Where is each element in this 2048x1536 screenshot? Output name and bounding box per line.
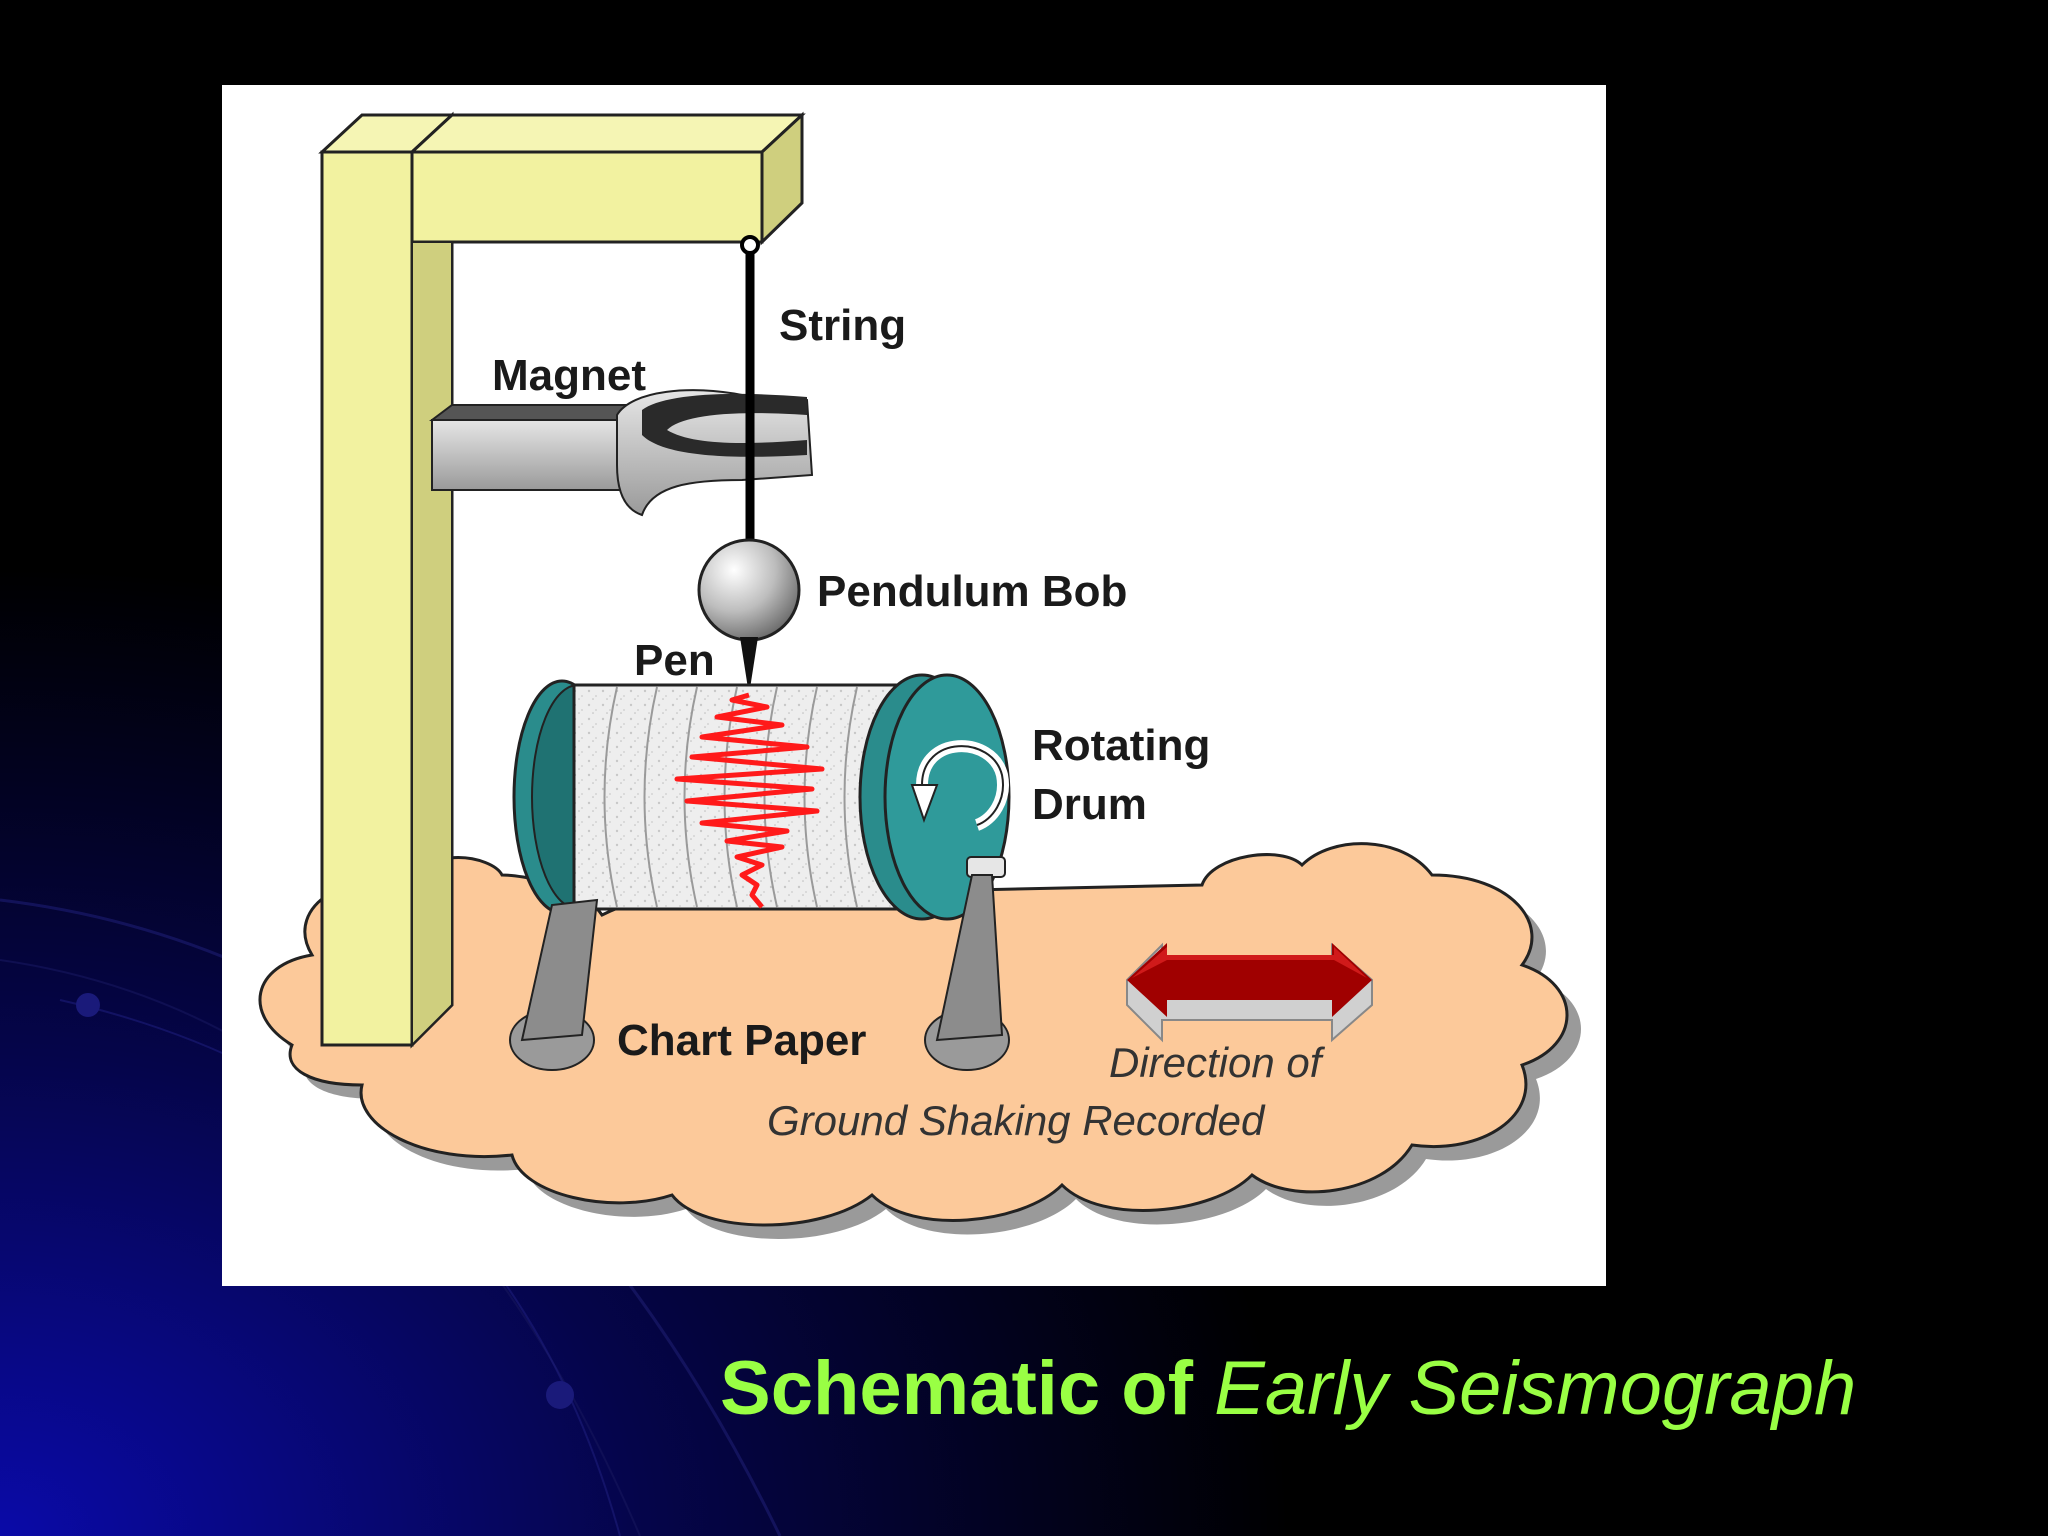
rotating-drum [512,673,1011,921]
drum-stand [509,874,1010,1071]
label-direction-line1: Direction of [1109,1039,1326,1086]
label-string: String [779,301,906,350]
background-dot [546,1381,574,1409]
label-rotating: Rotating [1032,721,1210,770]
label-drum: Drum [1032,780,1147,829]
string-hook [740,235,760,255]
label-magnet: Magnet [492,351,646,400]
pen [740,637,758,695]
label-pendulum-bob: Pendulum Bob [817,567,1127,616]
caption-italic: Early Seismograph [1214,1346,1857,1431]
diagram-panel: String Magnet Pendulum Bob Pen Rotating … [222,85,1606,1286]
label-direction-line2: Ground Shaking Recorded [767,1097,1266,1144]
seismograph-diagram: String Magnet Pendulum Bob Pen Rotating … [258,111,1581,1239]
rotation-arrow-icon [921,745,1004,826]
label-chart-paper: Chart Paper [617,1016,866,1065]
pendulum-bob [697,538,801,642]
background-dot [76,993,100,1017]
seismic-trace [674,692,825,909]
magnet [429,389,814,517]
slide-caption: Schematic of Early Seismograph [720,1345,2020,1432]
caption-bold: Schematic of [720,1346,1194,1431]
label-pen: Pen [634,636,715,685]
double-arrow-icon [1126,942,1373,1043]
